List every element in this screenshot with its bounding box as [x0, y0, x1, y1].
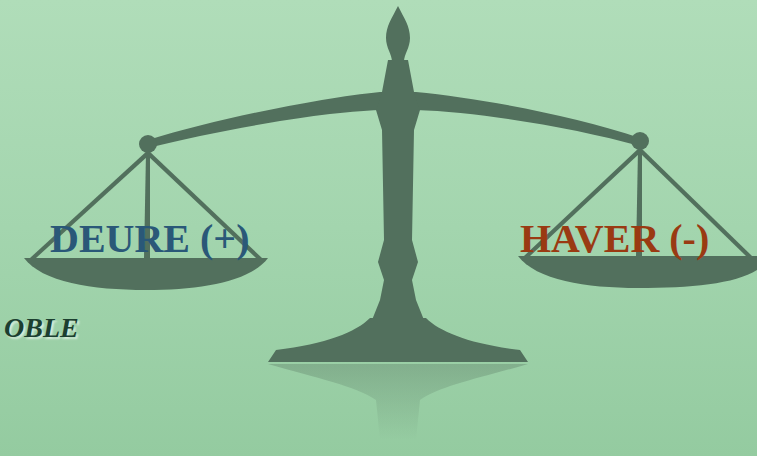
pan-label: DEURE (+): [50, 215, 249, 262]
heading-fragment: OBLE: [4, 312, 79, 344]
pan-label: HAVER (-): [520, 215, 709, 262]
